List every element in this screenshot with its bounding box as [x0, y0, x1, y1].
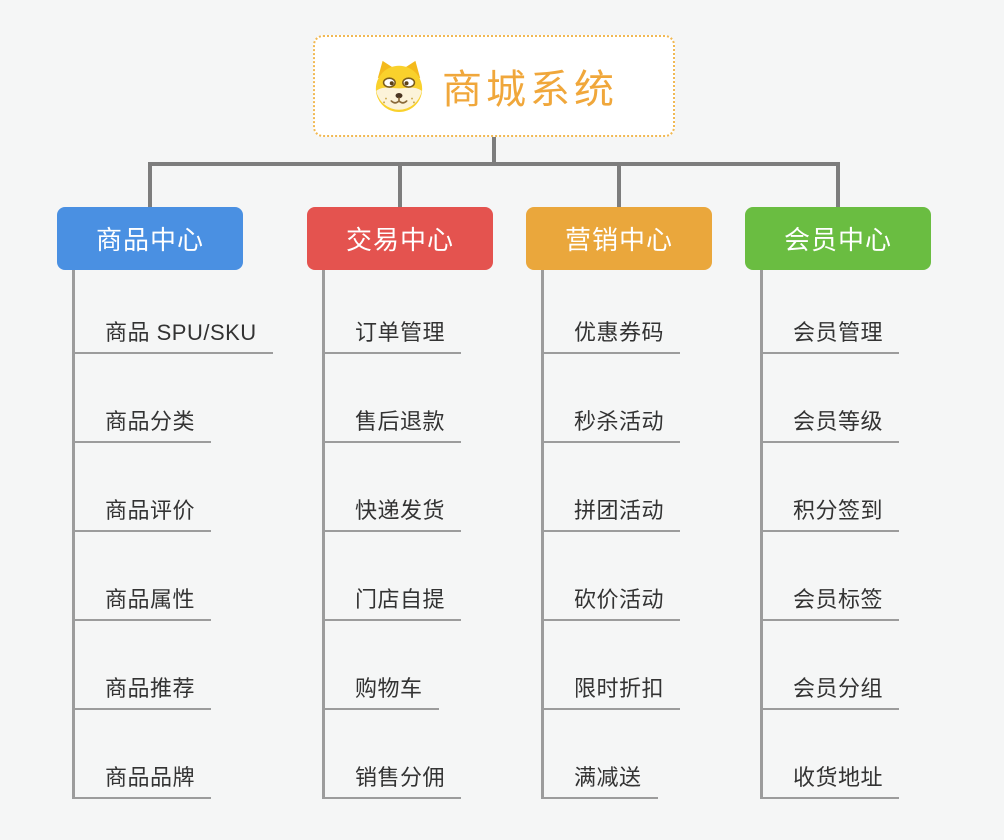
- branch-label: 会员中心: [783, 225, 892, 255]
- branch-node-3[interactable]: 营销中心: [526, 207, 712, 270]
- root-node-mall-system[interactable]: 商城系统: [313, 35, 675, 137]
- branch-children: 优惠券码 秒杀活动 拼团活动 砍价活动 限时折扣 满减送: [541, 270, 681, 799]
- child-topic[interactable]: 商品评价: [75, 443, 212, 532]
- child-topic[interactable]: 购物车: [325, 621, 439, 710]
- branch-children: 订单管理 售后退款 快递发货 门店自提 购物车 销售分佣: [322, 270, 462, 799]
- child-topic[interactable]: 会员管理: [763, 270, 900, 354]
- connector-rail: [148, 162, 840, 166]
- child-topic[interactable]: 销售分佣: [325, 710, 462, 799]
- child-topic[interactable]: 拼团活动: [544, 443, 681, 532]
- child-topic[interactable]: 快递发货: [325, 443, 462, 532]
- branch-label: 商品中心: [95, 225, 204, 255]
- child-topic[interactable]: 秒杀活动: [544, 354, 681, 443]
- connector-root-drop: [492, 136, 496, 164]
- child-topic[interactable]: 商品 SPU/SKU: [75, 270, 273, 354]
- child-topic[interactable]: 订单管理: [325, 270, 462, 354]
- connector-branch-drop: [398, 162, 402, 209]
- branch-node-2[interactable]: 交易中心: [307, 207, 493, 270]
- child-topic[interactable]: 限时折扣: [544, 621, 681, 710]
- child-topic[interactable]: 会员标签: [763, 532, 900, 621]
- child-topic[interactable]: 门店自提: [325, 532, 462, 621]
- root-title: 商城系统: [442, 68, 618, 112]
- child-topic[interactable]: 商品品牌: [75, 710, 212, 799]
- child-topic[interactable]: 砍价活动: [544, 532, 681, 621]
- doge-icon: [375, 60, 423, 113]
- child-topic[interactable]: 会员等级: [763, 354, 900, 443]
- child-topic[interactable]: 优惠券码: [544, 270, 681, 354]
- child-topic[interactable]: 售后退款: [325, 354, 462, 443]
- child-topic[interactable]: 商品推荐: [75, 621, 212, 710]
- connector-branch-drop: [617, 162, 621, 209]
- connector-branch-drop: [836, 162, 840, 209]
- branch-node-1[interactable]: 商品中心: [57, 207, 243, 270]
- branch-label: 营销中心: [564, 225, 673, 255]
- child-topic[interactable]: 会员分组: [763, 621, 900, 710]
- branch-children: 商品 SPU/SKU 商品分类 商品评价 商品属性 商品推荐 商品品牌: [72, 270, 273, 799]
- branch-node-4[interactable]: 会员中心: [745, 207, 931, 270]
- child-topic[interactable]: 满减送: [544, 710, 658, 799]
- branch-children: 会员管理 会员等级 积分签到 会员标签 会员分组 收货地址: [760, 270, 900, 799]
- child-topic[interactable]: 商品属性: [75, 532, 212, 621]
- child-topic[interactable]: 收货地址: [763, 710, 900, 799]
- connector-branch-drop: [148, 162, 152, 209]
- branch-label: 交易中心: [345, 225, 454, 255]
- child-topic[interactable]: 商品分类: [75, 354, 212, 443]
- child-topic[interactable]: 积分签到: [763, 443, 900, 532]
